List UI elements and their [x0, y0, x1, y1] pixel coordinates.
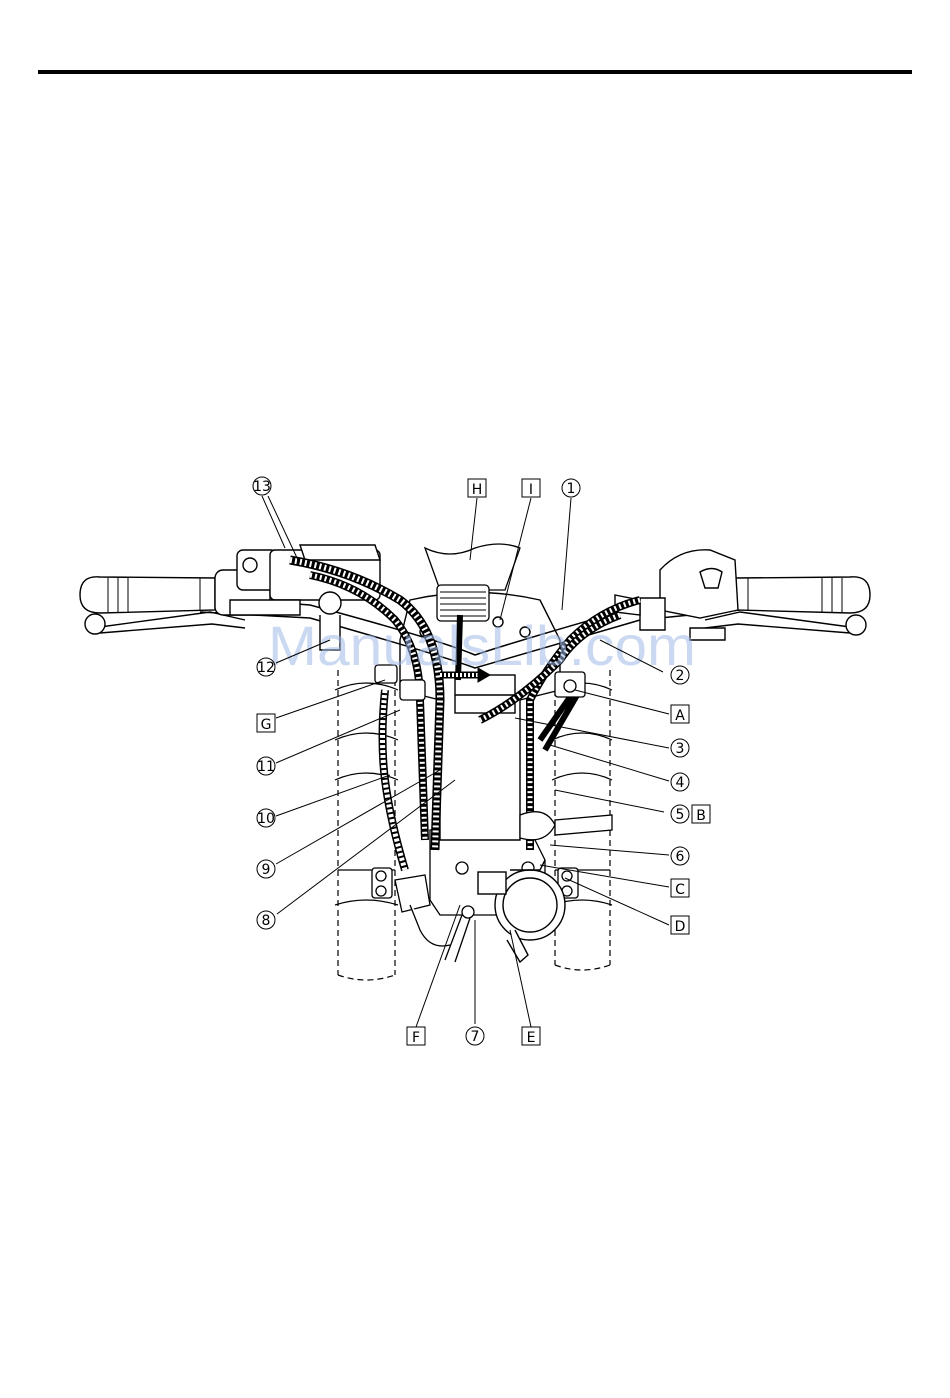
box-H: H — [468, 479, 486, 498]
svg-text:7: 7 — [471, 1029, 480, 1045]
callout-3: 3 — [671, 739, 689, 757]
callout-6: 6 — [671, 847, 689, 865]
svg-text:H: H — [472, 482, 483, 498]
svg-text:I: I — [529, 482, 533, 498]
box-F: F — [407, 1027, 425, 1046]
box-G: G — [257, 714, 275, 733]
box-I: I — [522, 479, 540, 498]
callout-8: 8 — [257, 911, 275, 929]
svg-text:6: 6 — [676, 849, 685, 865]
callout-2: 2 — [671, 666, 689, 684]
svg-text:4: 4 — [676, 775, 685, 791]
box-B: B — [692, 805, 710, 824]
svg-text:C: C — [675, 882, 685, 898]
box-A: A — [671, 705, 689, 724]
box-E: E — [522, 1027, 540, 1046]
callout-5: 5 — [671, 805, 689, 823]
callout-1: 1 — [562, 479, 580, 497]
svg-text:13: 13 — [253, 479, 271, 495]
svg-text:F: F — [412, 1030, 420, 1046]
box-C: C — [671, 879, 689, 898]
callout-9: 9 — [257, 860, 275, 878]
callout-7: 7 — [466, 1027, 484, 1045]
svg-text:5: 5 — [676, 807, 685, 823]
svg-text:3: 3 — [676, 741, 685, 757]
callout-10: 10 — [257, 809, 275, 827]
svg-text:12: 12 — [257, 660, 275, 676]
svg-text:B: B — [696, 808, 706, 824]
svg-text:D: D — [675, 919, 686, 935]
box-D: D — [671, 916, 689, 935]
callout-13: 13 — [253, 477, 271, 495]
svg-text:11: 11 — [257, 759, 275, 775]
svg-text:2: 2 — [676, 668, 685, 684]
svg-text:A: A — [675, 708, 685, 724]
callout-4: 4 — [671, 773, 689, 791]
svg-text:E: E — [527, 1030, 536, 1046]
callout-12: 12 — [257, 658, 275, 676]
svg-text:10: 10 — [257, 811, 275, 827]
svg-text:G: G — [261, 717, 272, 733]
svg-text:9: 9 — [262, 862, 271, 878]
svg-text:1: 1 — [567, 481, 576, 497]
callout-11: 11 — [257, 757, 275, 775]
watermark-text: ManualsLib.com — [268, 614, 696, 677]
svg-text:8: 8 — [262, 913, 271, 929]
